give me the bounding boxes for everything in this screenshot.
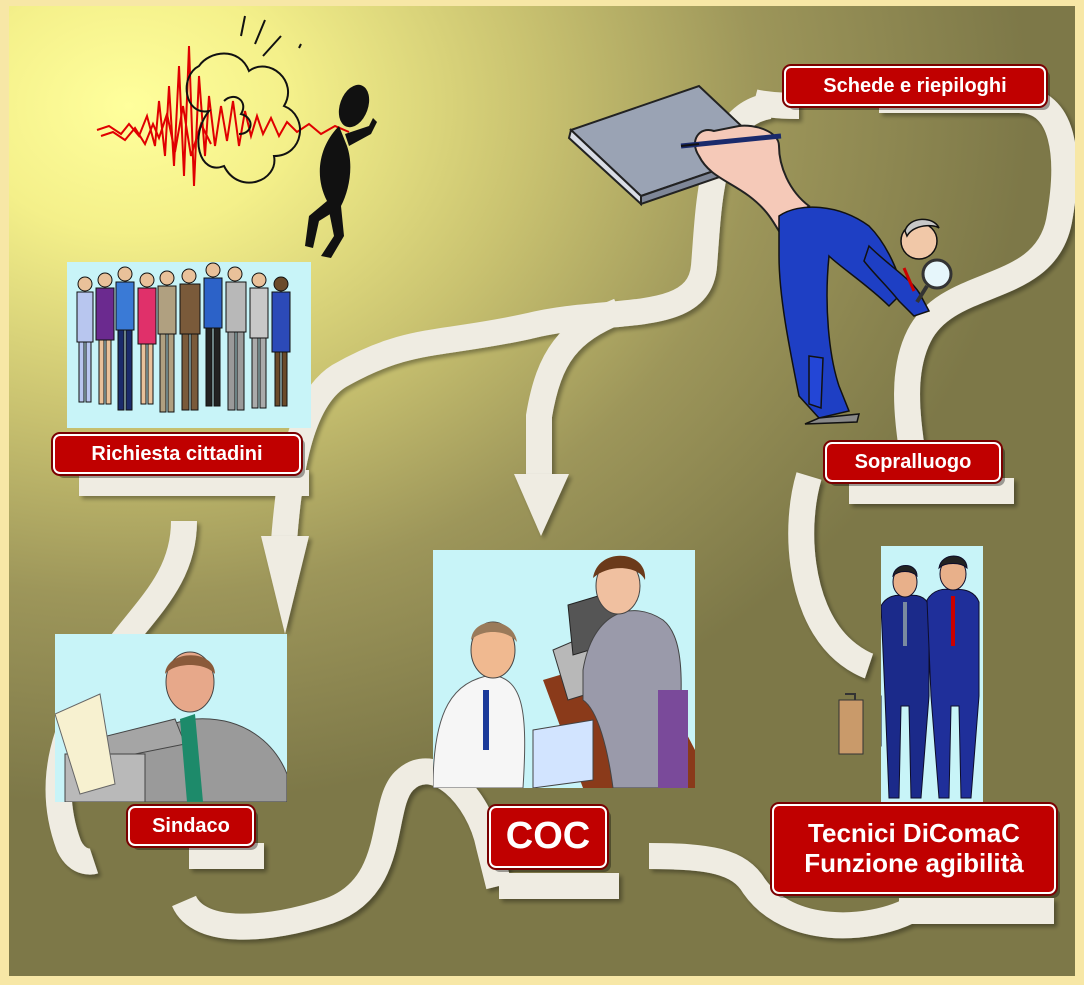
writing-hand-icon <box>567 84 811 233</box>
arrow-to-sindaco <box>261 536 309 634</box>
office-meeting-icon <box>433 550 695 788</box>
path-to-sindaco-arrow <box>271 93 773 542</box>
path-coc-tecnici <box>648 843 915 939</box>
label-coc: COC <box>489 806 607 868</box>
label-tecnici-dicomac: Tecnici DiComaC Funzione agibilità <box>772 804 1056 894</box>
label-sopralluogo: Sopralluogo <box>825 442 1001 482</box>
label-richiesta-text: Richiesta cittadini <box>91 442 263 465</box>
people-crowd-icon <box>67 262 311 428</box>
label-schede-riepiloghi: Schede e riepiloghi <box>784 66 1046 106</box>
label-sopralluogo-text: Sopralluogo <box>854 450 972 473</box>
path-sopralluogo-tecnici <box>788 472 874 679</box>
earthquake-seismograph-icon <box>96 15 377 258</box>
flow-path <box>45 87 1075 940</box>
briefcase-icon <box>835 690 869 756</box>
label-tecnici-line1: Tecnici DiComaC <box>808 818 1020 849</box>
diagram-stage: Schede e riepiloghi Richiesta cittadini … <box>9 6 1075 976</box>
label-tecnici-line2: Funzione agibilità <box>804 848 1024 878</box>
label-schede-text: Schede e riepiloghi <box>823 74 1007 97</box>
path-to-coc-arrow <box>526 298 624 476</box>
arrow-to-coc <box>514 474 569 536</box>
mayor-ballot-icon <box>55 634 287 802</box>
label-sindaco: Sindaco <box>128 806 254 846</box>
label-coc-text: COC <box>505 815 591 858</box>
inspector-magnifier-icon <box>778 206 953 425</box>
label-richiesta-cittadini: Richiesta cittadini <box>53 434 301 474</box>
businessmen-icon <box>881 546 983 806</box>
label-sindaco-text: Sindaco <box>152 814 230 837</box>
